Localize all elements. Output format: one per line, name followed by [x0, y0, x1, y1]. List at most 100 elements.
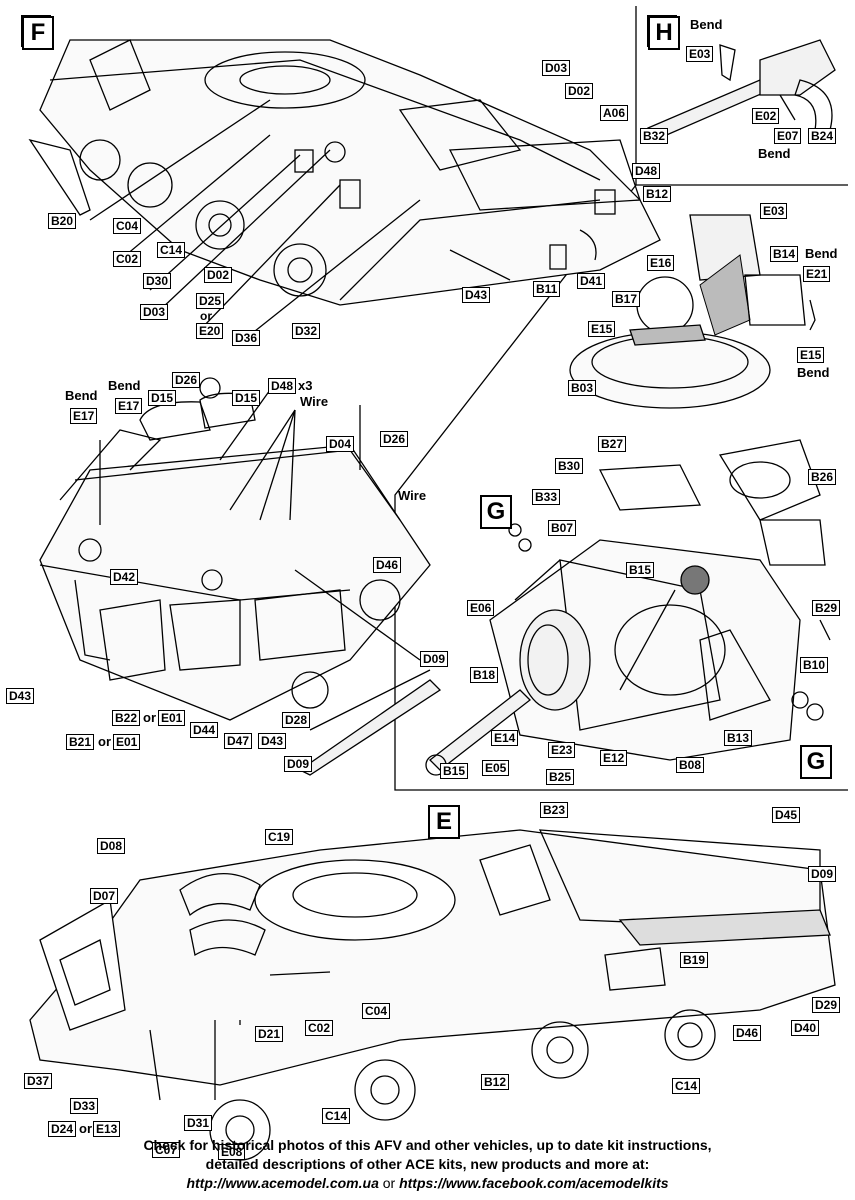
part-label: B26	[808, 469, 837, 485]
part-label: B17	[612, 291, 641, 307]
or-label: or	[79, 1121, 92, 1136]
part-label: B21	[66, 734, 95, 750]
part-label: D25	[196, 293, 225, 309]
part-label: B11	[533, 281, 561, 297]
bend-note: Bend	[690, 17, 723, 32]
part-label: D40	[791, 1020, 820, 1036]
footer-links: http://www.acemodel.com.ua or https://ww…	[0, 1175, 855, 1191]
part-label: D28	[282, 712, 311, 728]
part-label: D37	[24, 1073, 53, 1089]
part-label: B10	[800, 657, 829, 673]
part-label: B32	[640, 128, 669, 144]
part-label: D09	[284, 756, 313, 772]
part-label: B29	[812, 600, 841, 616]
facebook-link[interactable]: https://www.facebook.com/acemodelkits	[399, 1175, 669, 1191]
part-label: B24	[808, 128, 837, 144]
part-label: E06	[467, 600, 495, 616]
part-label: C14	[672, 1078, 701, 1094]
or-label: or	[143, 710, 156, 725]
part-label: E17	[115, 398, 143, 414]
part-label: E15	[797, 347, 825, 363]
part-label: B30	[555, 458, 584, 474]
part-label: D46	[373, 557, 402, 573]
part-label: D26	[380, 431, 409, 447]
part-label: D44	[190, 722, 219, 738]
part-label: D43	[258, 733, 287, 749]
part-label: D48	[268, 378, 297, 394]
part-label: D09	[808, 866, 837, 882]
website-link[interactable]: http://www.acemodel.com.ua	[186, 1175, 379, 1191]
quantity-note: x3	[298, 378, 313, 393]
part-label: E08	[218, 1144, 246, 1160]
part-label: B19	[680, 952, 709, 968]
part-label: C02	[113, 251, 142, 267]
part-label: D48	[632, 163, 661, 179]
part-label: D26	[172, 372, 201, 388]
part-label: E03	[686, 46, 714, 62]
part-label: B08	[676, 757, 705, 773]
part-label: E02	[752, 108, 780, 124]
or-label: or	[98, 734, 111, 749]
part-label: B18	[470, 667, 499, 683]
part-label: D47	[224, 733, 253, 749]
bend-note: Bend	[805, 246, 838, 261]
part-label: B25	[546, 769, 575, 785]
part-label: D43	[6, 688, 35, 704]
bend-note: Bend	[758, 146, 791, 161]
part-label: B13	[724, 730, 753, 746]
part-label: E07	[774, 128, 802, 144]
part-label: D02	[204, 267, 233, 283]
part-label: B23	[540, 802, 569, 818]
part-label: E15	[588, 321, 616, 337]
part-label: B12	[481, 1074, 510, 1090]
part-label: C04	[362, 1003, 391, 1019]
part-label: D07	[90, 888, 119, 904]
part-label: C04	[113, 218, 142, 234]
bend-note: Bend	[797, 365, 830, 380]
part-label: D33	[70, 1098, 99, 1114]
part-label: D46	[733, 1025, 762, 1041]
part-label: D41	[577, 273, 606, 289]
part-label: E17	[70, 408, 98, 424]
footer-line-2: detailed descriptions of other ACE kits,…	[205, 1156, 650, 1172]
part-label: B20	[48, 213, 77, 229]
or-label: or	[200, 309, 212, 323]
part-label: C19	[265, 829, 294, 845]
part-label: C02	[305, 1020, 334, 1036]
part-label: E01	[113, 734, 141, 750]
part-label: C07	[152, 1142, 181, 1158]
section-letter-g-bottom: G	[800, 745, 832, 779]
section-letter-h: H	[648, 16, 680, 50]
part-label: B33	[532, 489, 561, 505]
part-label: B03	[568, 380, 597, 396]
section-letter-f: F	[22, 16, 54, 50]
part-label: E01	[158, 710, 186, 726]
part-label: D29	[812, 997, 841, 1013]
part-label: D03	[542, 60, 571, 76]
bend-note: Bend	[65, 388, 98, 403]
part-label: B12	[643, 186, 672, 202]
section-letter-g: G	[480, 495, 512, 529]
wire-note: Wire	[300, 394, 329, 409]
wire-note: Wire	[398, 488, 427, 503]
part-label: D32	[292, 323, 321, 339]
part-label: D45	[772, 807, 801, 823]
section-letter-e: E	[428, 805, 460, 839]
part-label: D15	[148, 390, 177, 406]
part-label: A06	[600, 105, 629, 121]
part-label: B07	[548, 520, 577, 536]
or-label: or	[382, 1175, 396, 1191]
part-label: D24	[48, 1121, 77, 1137]
part-label: D09	[420, 651, 449, 667]
part-label: E14	[491, 730, 519, 746]
section-divider	[394, 6, 848, 791]
part-label: B14	[770, 246, 799, 262]
part-label: C14	[322, 1108, 351, 1124]
part-label: D15	[232, 390, 261, 406]
part-label: D03	[140, 304, 169, 320]
part-label: D21	[255, 1026, 284, 1042]
part-label: E12	[600, 750, 628, 766]
part-label: D36	[232, 330, 261, 346]
bend-note: Bend	[108, 378, 141, 393]
